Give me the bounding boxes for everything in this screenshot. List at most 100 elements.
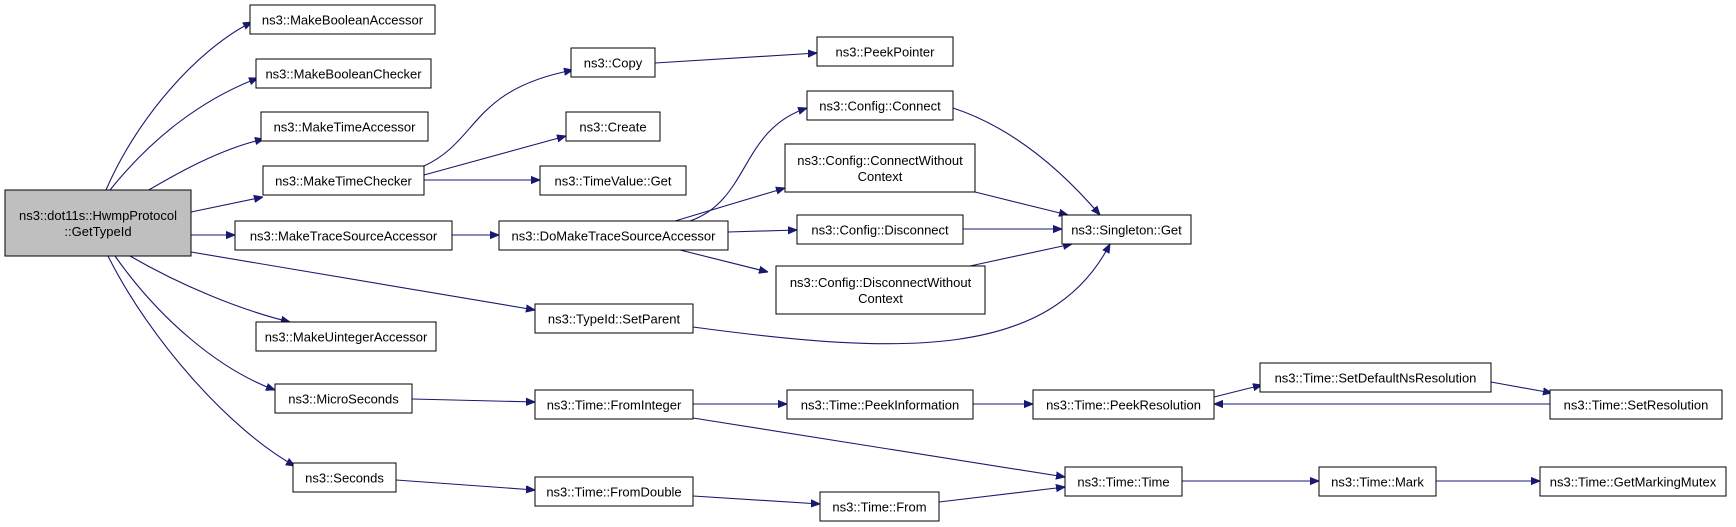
edge-microSeconds-to-fromInteger: [411, 399, 535, 402]
node-fromInteger[interactable]: ns3::Time::FromInteger: [534, 389, 694, 420]
node-box: [260, 111, 429, 142]
node-label: ns3::DoMakeTraceSourceAccessor: [512, 229, 717, 244]
node-box: [534, 303, 694, 334]
node-box: [274, 383, 413, 414]
node-makeTraceSrc[interactable]: ns3::MakeTraceSourceAccessor: [234, 220, 453, 251]
node-peekInfo[interactable]: ns3::Time::PeekInformation: [786, 389, 974, 420]
edge-setParent-to-singletonGet: [692, 244, 1110, 345]
node-peekPointer[interactable]: ns3::PeekPointer: [816, 36, 954, 67]
node-box: [262, 165, 425, 196]
edge-root-to-makeBoolAcc: [105, 22, 252, 191]
node-label: ns3::MicroSeconds: [288, 392, 399, 407]
edge-peekRes-to-setDefaultNs: [1213, 385, 1262, 398]
node-label: ns3::TimeValue::Get: [554, 174, 671, 189]
edge-timeFrom-to-timeTime: [938, 487, 1065, 503]
node-box: [4, 189, 192, 257]
node-box: [255, 321, 437, 352]
node-timeTime[interactable]: ns3::Time::Time: [1064, 466, 1183, 497]
node-timeFrom[interactable]: ns3::Time::From: [819, 491, 940, 522]
edge-copy-to-peekPointer: [654, 53, 817, 64]
node-timeValueGet[interactable]: ns3::TimeValue::Get: [539, 165, 687, 196]
node-label: ns3::Time::GetMarkingMutex: [1550, 475, 1717, 490]
node-box: [1318, 466, 1437, 497]
node-label: ::GetTypeId: [64, 224, 131, 239]
node-box: [786, 389, 974, 420]
node-makeTimeChk[interactable]: ns3::MakeTimeChecker: [262, 165, 425, 196]
node-fromDouble[interactable]: ns3::Time::FromDouble: [534, 476, 694, 507]
node-label: ns3::Config::ConnectWithout: [797, 153, 963, 168]
node-cfgDisconnect[interactable]: ns3::Config::Disconnect: [796, 214, 964, 245]
edge-fromInteger-to-timeTime: [692, 417, 1065, 477]
edge-doMakeTrace-to-cfgDisconnect: [727, 230, 797, 232]
node-setDefaultNs[interactable]: ns3::Time::SetDefaultNsResolution: [1259, 362, 1492, 393]
node-makeTimeAcc[interactable]: ns3::MakeTimeAccessor: [260, 111, 429, 142]
edge-seconds-to-fromDouble: [395, 479, 535, 490]
node-label: ns3::Singleton::Get: [1071, 223, 1182, 238]
edge-cfgConnect-to-singletonGet: [952, 107, 1100, 215]
node-label: ns3::MakeBooleanChecker: [265, 67, 422, 82]
node-label: Context: [858, 291, 903, 306]
node-peekRes[interactable]: ns3::Time::PeekResolution: [1032, 389, 1215, 420]
edge-root-to-makeTimeChk: [190, 197, 263, 213]
node-box: [1032, 389, 1215, 420]
node-label: ns3::PeekPointer: [835, 45, 935, 60]
node-label: ns3::MakeTraceSourceAccessor: [250, 229, 438, 244]
node-seconds[interactable]: ns3::Seconds: [292, 462, 397, 493]
edge-makeTimeChk-to-create: [423, 136, 566, 176]
node-root[interactable]: ns3::dot11s::HwmpProtocol::GetTypeId: [4, 189, 192, 257]
node-label: ns3::Copy: [584, 56, 643, 71]
node-microSeconds[interactable]: ns3::MicroSeconds: [274, 383, 413, 414]
edge-makeTimeChk-to-copy: [423, 70, 573, 167]
edge-doMakeTrace-to-cfgConnectWo: [674, 188, 785, 222]
node-cfgConnect[interactable]: ns3::Config::Connect: [806, 90, 954, 121]
edge-cfgDisconnectWo-to-singletonGet: [969, 244, 1072, 267]
edge-cfgConnectWo-to-singletonGet: [974, 191, 1068, 215]
node-label: ns3::Config::DisconnectWithout: [790, 275, 972, 290]
edge-setDefaultNs-to-setRes: [1490, 381, 1552, 393]
node-label: ns3::Config::Disconnect: [811, 223, 949, 238]
node-label: ns3::Time::PeekInformation: [801, 398, 959, 413]
edges: [105, 22, 1552, 504]
node-setParent[interactable]: ns3::TypeId::SetParent: [534, 303, 694, 334]
node-label: Context: [858, 169, 903, 184]
node-getMarkMutex[interactable]: ns3::Time::GetMarkingMutex: [1539, 466, 1727, 497]
node-makeBoolChk[interactable]: ns3::MakeBooleanChecker: [255, 58, 432, 89]
node-makeBoolAcc[interactable]: ns3::MakeBooleanAccessor: [249, 4, 436, 35]
node-box: [534, 476, 694, 507]
node-copy[interactable]: ns3::Copy: [570, 47, 656, 78]
edge-root-to-microSeconds: [114, 255, 275, 390]
node-timeMark[interactable]: ns3::Time::Mark: [1318, 466, 1437, 497]
edge-root-to-seconds: [107, 255, 295, 466]
node-box: [1064, 466, 1183, 497]
node-box: [249, 4, 436, 35]
nodes: ns3::dot11s::HwmpProtocol::GetTypeIdns3:…: [4, 4, 1727, 522]
node-box: [1259, 362, 1492, 393]
node-box: [1549, 389, 1723, 420]
node-box: [539, 165, 687, 196]
node-singletonGet[interactable]: ns3::Singleton::Get: [1061, 214, 1192, 245]
node-label: ns3::Time::SetResolution: [1564, 398, 1709, 413]
edge-fromDouble-to-timeFrom: [692, 495, 820, 504]
node-label: ns3::Time::Time: [1077, 475, 1169, 490]
node-label: ns3::MakeUintegerAccessor: [265, 330, 428, 345]
node-label: ns3::Time::FromInteger: [547, 398, 682, 413]
node-box: [534, 389, 694, 420]
node-makeUintAcc[interactable]: ns3::MakeUintegerAccessor: [255, 321, 437, 352]
node-box: [819, 491, 940, 522]
node-box: [1061, 214, 1192, 245]
node-box: [1539, 466, 1727, 497]
node-doMakeTrace[interactable]: ns3::DoMakeTraceSourceAccessor: [498, 220, 729, 251]
node-label: ns3::TypeId::SetParent: [548, 312, 681, 327]
node-setRes[interactable]: ns3::Time::SetResolution: [1549, 389, 1723, 420]
node-box: [255, 58, 432, 89]
node-box: [775, 265, 986, 315]
node-box: [498, 220, 729, 251]
node-create[interactable]: ns3::Create: [565, 111, 661, 142]
node-label: ns3::dot11s::HwmpProtocol: [19, 208, 177, 223]
node-label: ns3::Time::Mark: [1331, 475, 1424, 490]
node-box: [292, 462, 397, 493]
node-label: ns3::Time::SetDefaultNsResolution: [1275, 371, 1477, 386]
